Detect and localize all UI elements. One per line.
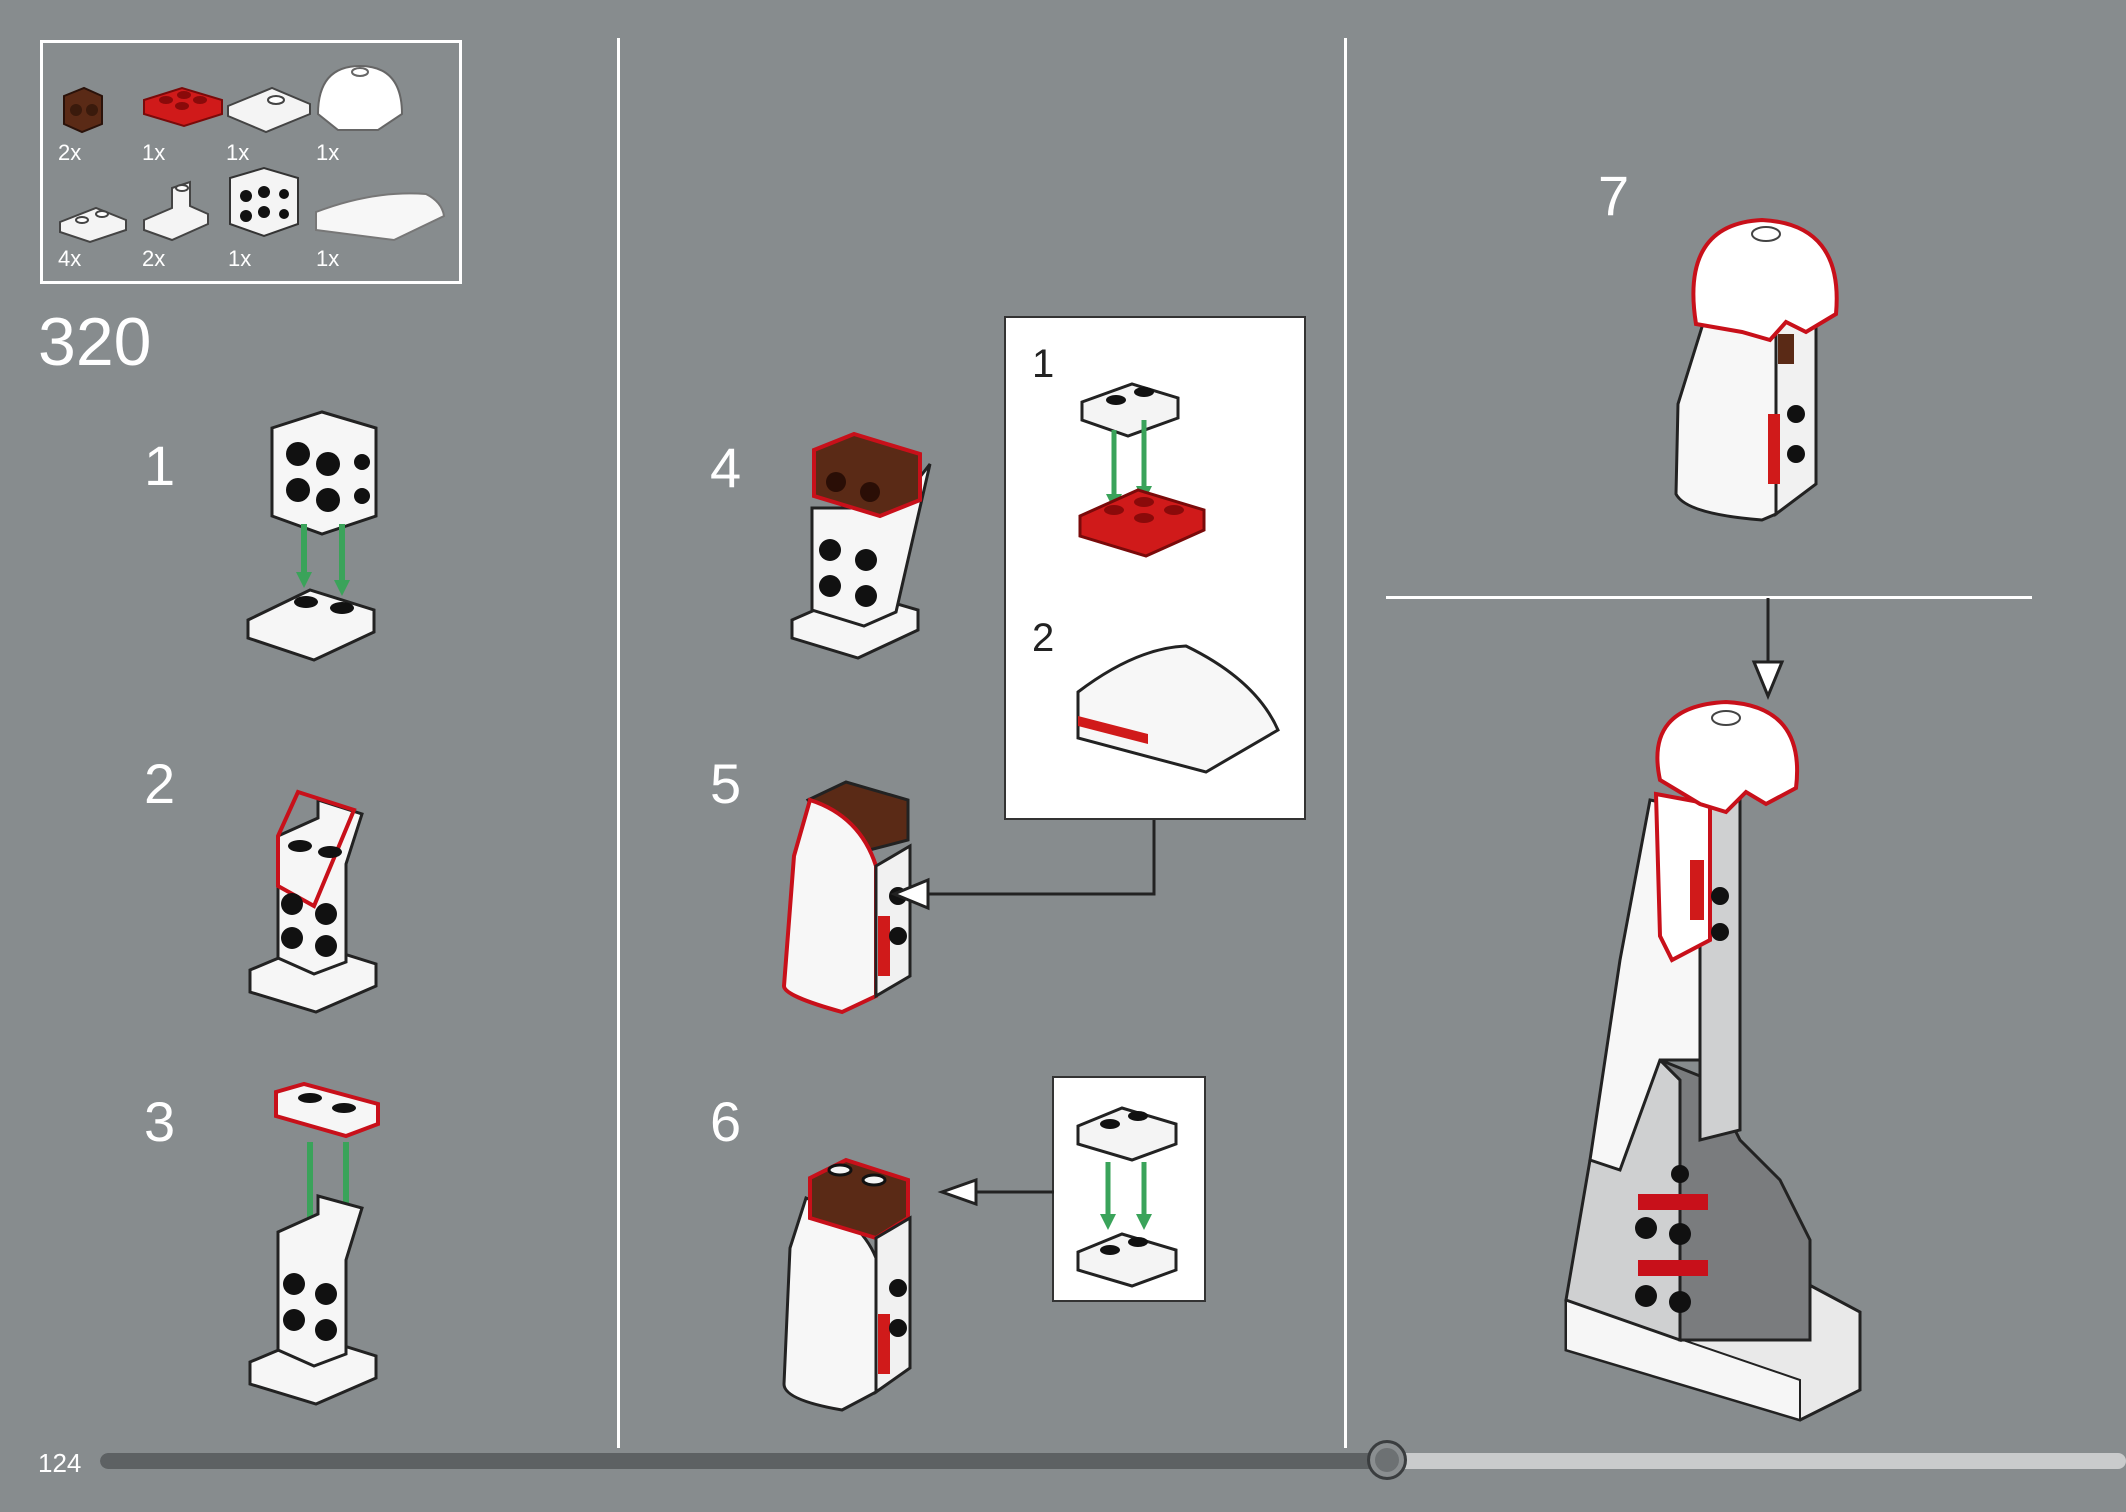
step7-illustration [1674,217,1839,522]
white-tile-icon [227,86,311,134]
subassembly-connector [890,820,1156,911]
subassembly-step-1: 1 [1032,342,1055,386]
progress-slider-handle[interactable] [1367,1440,1407,1480]
step7-separator [1386,596,2032,599]
progress-bar[interactable] [100,1453,2126,1469]
subassembly-step1-illustration [1078,382,1206,558]
part-qty: 2x [58,140,82,165]
step6-inset-illustration [1076,1106,1178,1288]
part-qty: 4x [58,246,82,271]
column-divider-left [617,38,620,1448]
assembled-model [1564,699,1862,1422]
step-label-4: 4 [710,436,742,499]
step-label-7: 7 [1598,164,1630,227]
step-label-3: 3 [144,1090,176,1153]
subassembly-step-2: 2 [1032,616,1055,660]
subassembly-step2-illustration [1076,644,1280,774]
step6-inset-connector [937,1177,1054,1207]
subassembly-panel: 1 2 [1004,316,1306,820]
bracket-icon [143,180,209,242]
progress-bar-fill [100,1453,1387,1469]
part-qty: 1x [316,246,340,271]
page-number: 124 [38,1448,82,1478]
step2-illustration [248,789,378,1014]
column-divider-right [1344,38,1347,1448]
step5-illustration [781,780,912,1015]
white-plate-icon [59,206,127,244]
part-qty: 1x [316,140,340,165]
step4-illustration [790,431,932,660]
curved-slope-icon [315,192,446,242]
white-brick-icon [229,166,299,238]
step-label-2: 2 [144,752,176,815]
part-qty: 1x [226,140,250,165]
step-label-6: 6 [710,1090,742,1153]
part-qty: 1x [142,140,166,165]
step1-illustration [246,410,378,662]
brown-brick-icon [63,86,103,134]
red-plate-icon [143,86,223,128]
step6-inset-panel [1052,1076,1206,1302]
step3-illustration [248,1081,380,1406]
part-qty: 1x [228,246,252,271]
dome-icon [316,64,404,131]
step6-illustration [782,1157,912,1412]
part-qty: 2x [142,246,166,271]
parts-list [40,40,462,284]
step-label-1: 1 [144,434,176,497]
build-step-number: 320 [38,304,152,380]
step7-down-arrow [1751,598,1785,700]
step-label-5: 5 [710,752,742,815]
